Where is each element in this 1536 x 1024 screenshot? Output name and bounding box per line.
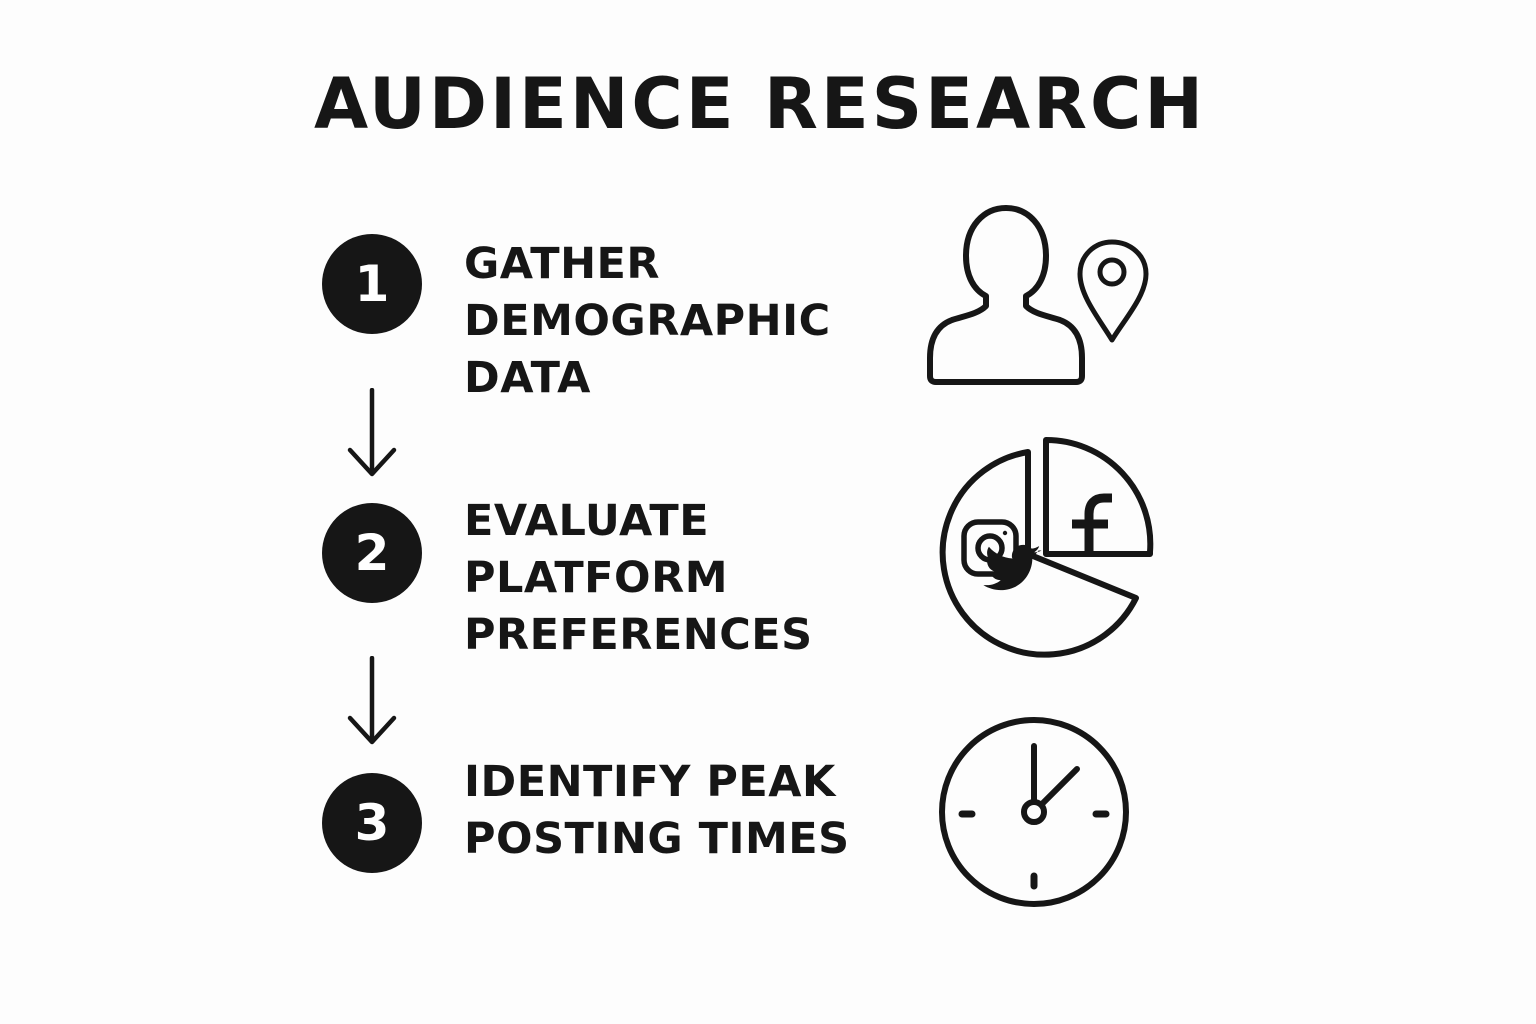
twitter-icon	[983, 544, 1042, 591]
step-3-badge: 3	[322, 773, 422, 873]
step-1-line-3: DATA	[464, 353, 591, 403]
step-3-label: IDENTIFY PEAK POSTING TIMES	[464, 754, 850, 868]
location-pin-icon	[1077, 239, 1149, 343]
facebook-icon	[1072, 493, 1112, 552]
step-3-line-2: POSTING TIMES	[464, 814, 850, 864]
page-title: AUDIENCE RESEARCH	[314, 63, 1206, 145]
person-icon	[927, 205, 1085, 385]
step-2-label: EVALUATE PLATFORM PREFERENCES	[464, 493, 813, 664]
step-1-line-2: DEMOGRAPHIC	[464, 296, 831, 346]
step-1-line-1: GATHER	[464, 239, 661, 289]
step-2-line-2: PLATFORM	[464, 553, 729, 603]
pie-slice-main	[939, 449, 1139, 658]
pie-slice-exploded	[1043, 436, 1154, 557]
step-2-badge: 2	[322, 503, 422, 603]
clock-icon	[939, 717, 1129, 907]
person-location-icon	[927, 205, 1149, 385]
step-2-line-3: PREFERENCES	[464, 610, 813, 660]
step-2-line-1: EVALUATE	[464, 496, 710, 546]
step-1-badge: 1	[322, 234, 422, 334]
down-arrow-1-icon	[347, 388, 397, 477]
step-1-label: GATHER DEMOGRAPHIC DATA	[464, 236, 831, 407]
down-arrow-2-icon	[347, 656, 397, 745]
social-pie-chart-icon	[939, 436, 1154, 658]
step-3-line-1: IDENTIFY PEAK	[464, 757, 836, 807]
